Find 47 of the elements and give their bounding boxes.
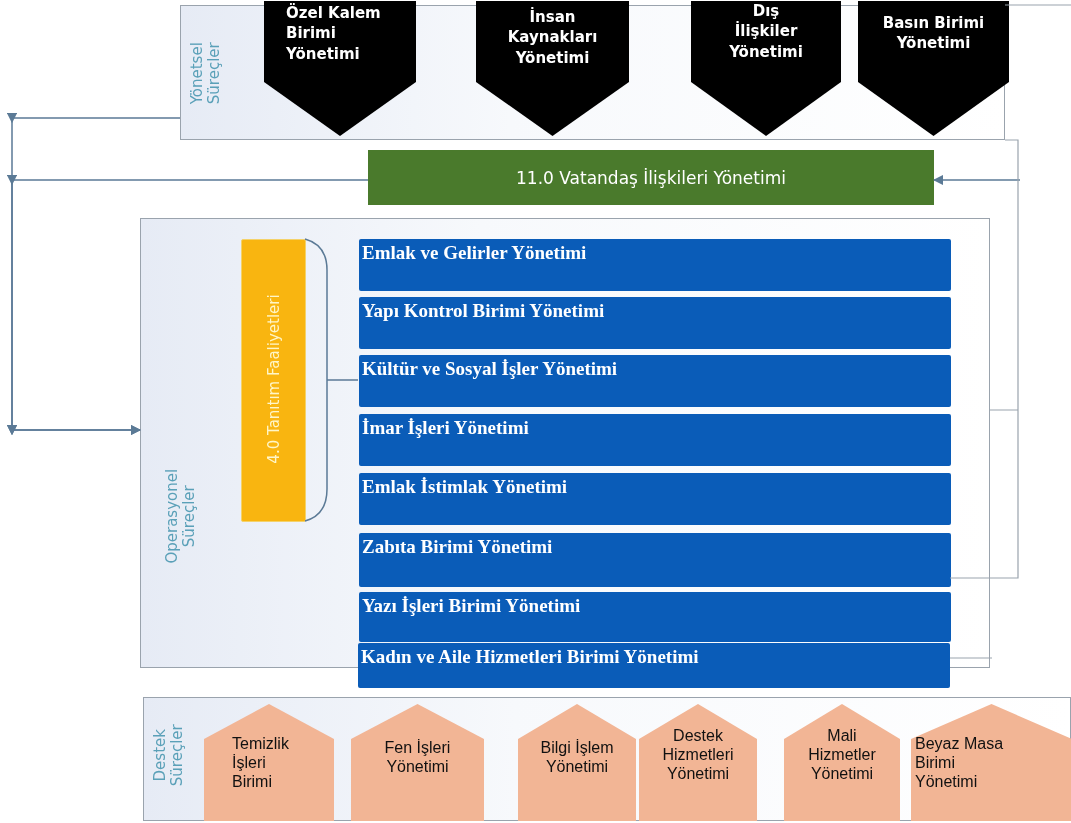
process-label: Yapı Kontrol Birimi Yönetimi (361, 299, 606, 322)
process-label: İmar İşleri Yönetimi (361, 416, 530, 439)
arrow (7, 175, 369, 435)
process-label: Fen İşleri Yönetimi (383, 738, 452, 777)
process-label: Yazı İşleri Birimi Yönetimi (361, 594, 582, 617)
process-box (359, 414, 951, 466)
process-box (368, 150, 934, 205)
process-pentagon (639, 704, 757, 821)
process-label: Yönetsel Süreçler (188, 41, 224, 107)
process-label: Beyaz Masa Birimi Yönetimi (914, 734, 1005, 792)
process-pentagon (351, 704, 484, 821)
process-pentagon (858, 1, 1009, 136)
process-label: Basın Birimi Yönetimi (881, 13, 986, 54)
arrow (932, 174, 1021, 186)
process-label: Operasyonel Süreçler (163, 467, 199, 566)
process-pentagon (911, 704, 1071, 821)
process-label: Mali Hizmetler Yönetimi (807, 726, 877, 785)
process-label: 4.0 Tanıtım Faaliyetleri (264, 292, 283, 466)
process-band (143, 697, 1071, 821)
process-label: Bilgi İşlem Yönetimi (539, 738, 615, 777)
process-box (359, 355, 951, 407)
process-box (359, 533, 951, 587)
process-pentagon (204, 704, 334, 821)
process-pentagon (784, 704, 900, 821)
process-box (359, 592, 951, 642)
process-pentagon (476, 1, 629, 136)
process-label: 11.0 Vatandaş İlişkileri Yönetimi (516, 167, 786, 188)
process-box (359, 473, 951, 525)
process-label: Özel Kalem Birimi Yönetimi (285, 2, 382, 64)
process-box (359, 239, 951, 291)
process-label: Kültür ve Sosyal İşler Yönetimi (361, 357, 619, 380)
process-pentagon (264, 1, 416, 136)
process-label: Zabıta Birimi Yönetimi (361, 535, 554, 558)
process-label: Destek Süreçler (151, 723, 187, 789)
process-pentagon (518, 704, 636, 821)
process-label: Emlak İstimlak Yönetimi (361, 475, 569, 498)
process-label: Destek Hizmetleri Yönetimi (661, 726, 735, 785)
process-label: Dış İlişkiler Yönetimi (728, 1, 804, 62)
process-box (358, 643, 950, 688)
process-label: Emlak ve Gelirler Yönetimi (361, 241, 588, 264)
process-box (241, 239, 306, 522)
process-label: Temizlik İşleri Birimi (231, 734, 290, 792)
process-pentagon (691, 1, 841, 136)
process-label: Kadın ve Aile Hizmetleri Birimi Yönetimi (360, 645, 700, 668)
process-band (140, 218, 990, 668)
process-box (359, 297, 951, 349)
process-label: İnsan Kaynakları Yönetimi (506, 6, 599, 68)
